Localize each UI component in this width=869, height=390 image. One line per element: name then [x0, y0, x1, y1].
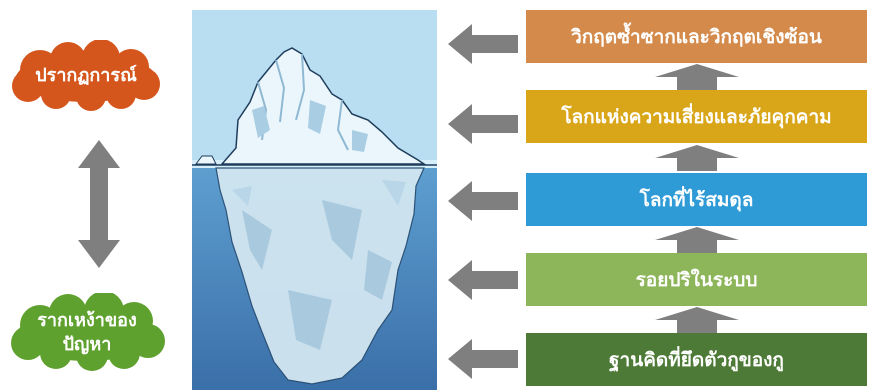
cloud-shape — [11, 291, 165, 371]
level-label: โลกที่ไร้สมดุล — [639, 188, 754, 211]
level-label: โลกแห่งความเสี่ยงและภัยคุกคาม — [561, 105, 832, 128]
level-box-1: วิกฤตซ้ำซากและวิกฤตเชิงซ้อน — [526, 10, 867, 63]
left-arrow-icon — [448, 181, 518, 221]
cloud-shape — [12, 39, 160, 111]
phenomenon-label: ปรากฏการณ์ — [35, 65, 137, 86]
level-box-2: โลกแห่งความเสี่ยงและภัยคุกคาม — [526, 90, 867, 143]
level-label: วิกฤตซ้ำซากและวิกฤตเชิงซ้อน — [571, 25, 822, 48]
up-arrow-icon — [655, 145, 739, 171]
root-cause-label-line1: รากเหง้าของ — [37, 310, 137, 331]
level-box-5: ฐานคิดที่ยึดตัวกูของกู — [526, 333, 867, 386]
phenomenon-cloud: ปรากฏการณ์ — [6, 39, 166, 112]
up-arrow-icon — [655, 307, 739, 333]
level-label: ฐานคิดที่ยึดตัวกูของกู — [609, 348, 784, 371]
level-box-3: โลกที่ไร้สมดุล — [526, 173, 867, 226]
left-arrow-icon — [448, 339, 518, 379]
left-arrow-icon — [448, 24, 518, 64]
left-arrow-icon — [448, 104, 518, 144]
level-label: รอยปริในระบบ — [635, 268, 758, 291]
up-arrow-icon — [655, 227, 739, 253]
double-arrow-icon — [78, 140, 120, 268]
root-cause-label-line2: ปัญหา — [62, 334, 112, 355]
root-cause-cloud: รากเหง้าของ ปัญหา — [6, 291, 168, 373]
level-box-4: รอยปริในระบบ — [526, 253, 867, 306]
left-arrow-icon — [448, 260, 518, 300]
up-arrow-icon — [655, 64, 739, 90]
iceberg-illustration — [192, 10, 437, 390]
iceberg-underwater — [215, 167, 425, 385]
